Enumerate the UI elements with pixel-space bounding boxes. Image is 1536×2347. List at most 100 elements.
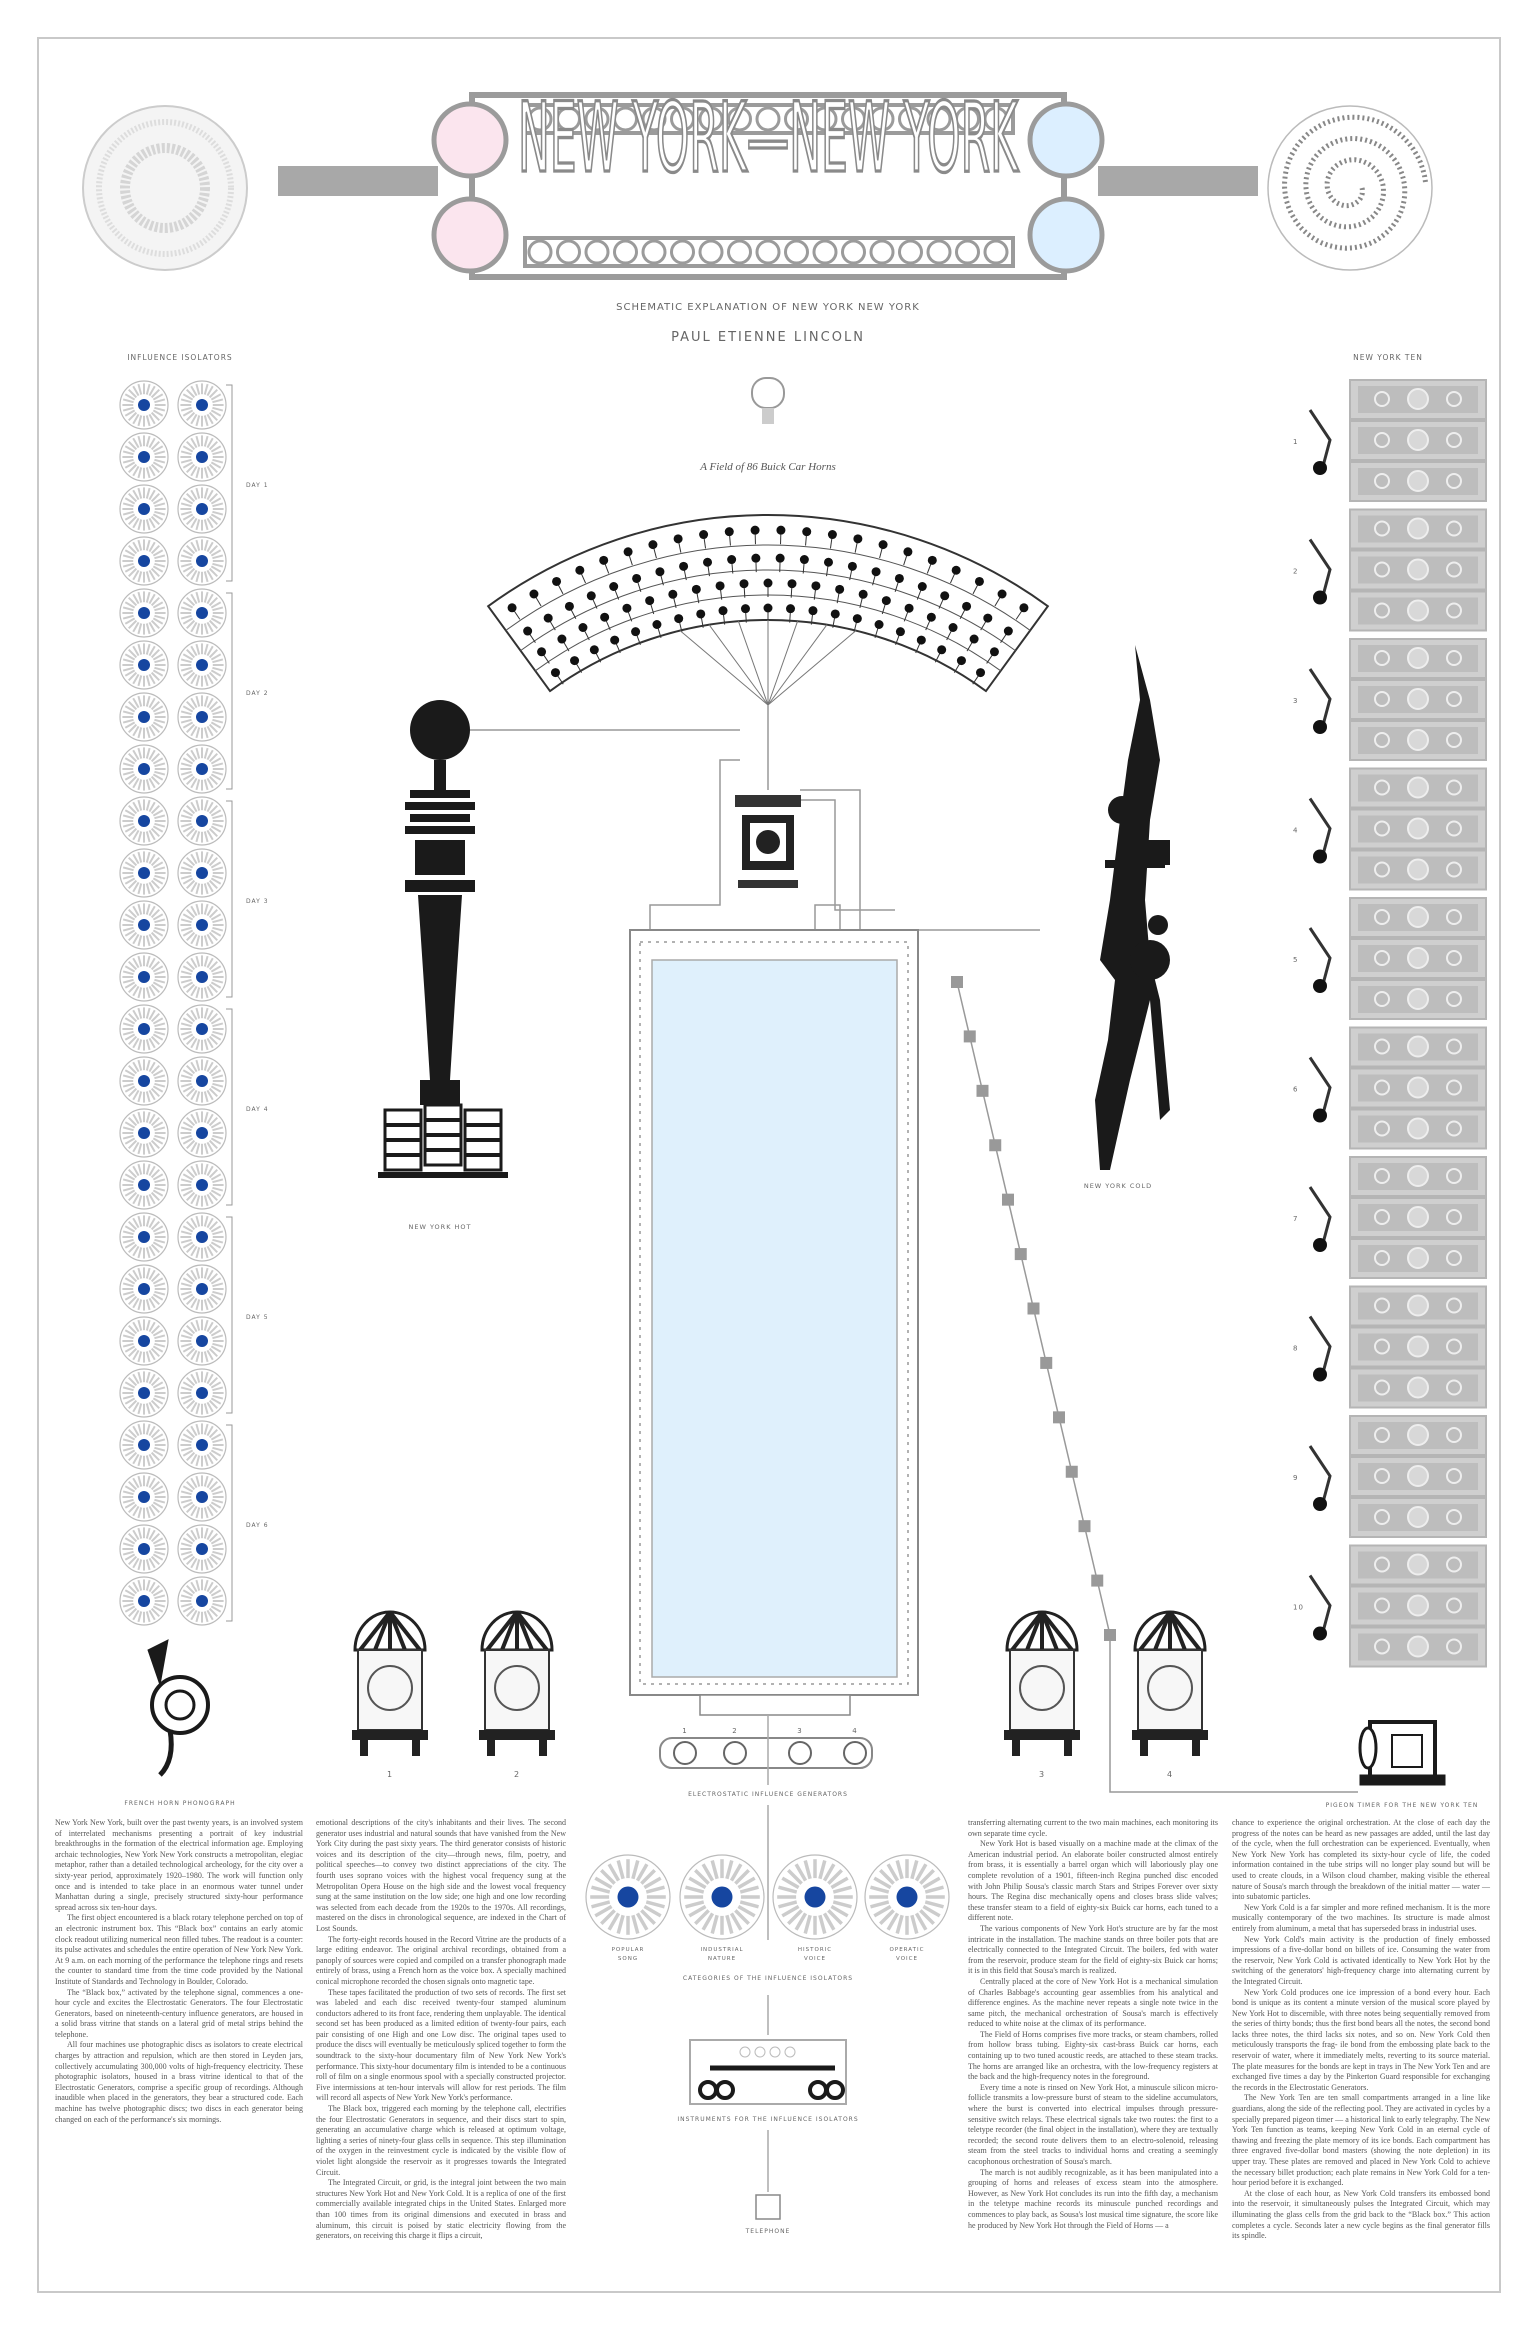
day-bracket <box>226 800 233 998</box>
five-dollar-bond <box>1349 1026 1487 1068</box>
isolator-core <box>138 1283 150 1295</box>
isolator-core <box>138 763 150 775</box>
influence-isolator-disc <box>119 952 169 1002</box>
isolator-core <box>196 763 208 775</box>
influence-isolator-disc <box>119 1472 169 1522</box>
five-dollar-bond <box>1349 849 1487 891</box>
generator-number: 1 <box>387 1770 393 1779</box>
body-paragraph: The Black box, triggered each morning by… <box>316 2104 566 2177</box>
buick-car-horn <box>739 579 749 589</box>
influence-isolator-disc <box>177 588 227 638</box>
new-york-cold-miniature-icon <box>1308 668 1332 734</box>
five-dollar-bond <box>1349 938 1487 979</box>
buick-car-horn <box>691 584 701 594</box>
category-isolator-disc <box>772 1854 858 1940</box>
glass-cell <box>1053 1411 1065 1424</box>
body-paragraph: The Integrated Circuit, or grid, is the … <box>316 2178 566 2241</box>
rail-circle <box>556 239 581 265</box>
isolator-core <box>138 1335 150 1347</box>
rail-circle <box>983 106 1009 132</box>
day-bracket <box>226 592 233 790</box>
category-label: INDUSTRIAL <box>700 1947 743 1953</box>
isolator-core <box>196 971 208 983</box>
isolator-core <box>196 919 208 931</box>
five-dollar-bond <box>1349 1156 1487 1197</box>
rail-circle <box>584 239 610 265</box>
rail-circle <box>841 239 866 265</box>
buick-car-horn <box>858 589 868 599</box>
buick-car-horn <box>847 561 857 571</box>
steam-feed-line <box>767 630 857 706</box>
buick-car-horn <box>974 576 984 586</box>
isolator-core <box>196 555 208 567</box>
influence-isolator-disc <box>119 1576 169 1626</box>
isolator-core <box>138 1231 150 1243</box>
isolator-core <box>196 503 208 515</box>
five-dollar-bond <box>1349 1285 1487 1327</box>
isolator-core <box>196 1023 208 1035</box>
body-paragraph: At the close of each hour, as New York C… <box>1232 2188 1490 2241</box>
rail-circle <box>641 106 667 132</box>
day-label: DAY 5 <box>246 1314 269 1321</box>
isolator-core <box>196 711 208 723</box>
influence-isolators-label: INFLUENCE ISOLATORS <box>127 353 232 362</box>
steam-track <box>505 544 1031 631</box>
rail-circle <box>755 106 781 132</box>
isolator-core <box>896 1886 918 1908</box>
buick-car-horn <box>874 620 884 630</box>
new-york-cold-miniature-icon <box>1308 1574 1332 1641</box>
rail-circle <box>670 239 695 265</box>
category-sublabel: NATURE <box>708 1956 736 1962</box>
buick-car-horn <box>940 591 950 601</box>
isolator-core <box>138 867 150 879</box>
new-york-cold-label: NEW YORK COLD <box>1084 1182 1152 1190</box>
glass-cell <box>951 976 963 988</box>
buick-car-horn <box>811 581 821 591</box>
electrostatic-generator <box>1004 1610 1080 1756</box>
buick-car-horn <box>787 579 797 589</box>
buick-car-horn <box>557 634 567 644</box>
body-paragraph: The various components of New York Hot's… <box>968 1923 1218 1976</box>
new-york-cold-machine <box>1095 645 1170 1170</box>
buick-car-horn <box>507 603 517 613</box>
buick-car-horn <box>648 540 658 550</box>
isolator-core <box>138 919 150 931</box>
day-label: DAY 6 <box>246 1522 269 1529</box>
rail-circle <box>613 239 638 265</box>
body-paragraph: New York Cold's main activity is the pro… <box>1232 1934 1490 1986</box>
buick-car-horn <box>904 603 914 613</box>
buick-car-horn <box>802 527 812 537</box>
influence-isolator-disc <box>119 1524 169 1574</box>
ladder-wire <box>1109 1635 1358 1793</box>
body-paragraph: New York Hot is based visually on a mach… <box>968 1839 1218 1923</box>
body-paragraph: Centrally placed at the core of New York… <box>968 1976 1218 2029</box>
body-paragraph: The first object encountered is a black … <box>55 1913 303 1986</box>
generator-number: 4 <box>1167 1770 1173 1779</box>
title-banner: NEW YORK—NEW YORK <box>278 81 1258 280</box>
generator-grid-frame <box>659 1737 873 1769</box>
new-york-ten-number: 7 <box>1293 1215 1298 1223</box>
influence-isolator-disc <box>119 1108 169 1158</box>
buick-car-horn <box>775 553 785 563</box>
influence-isolator-disc <box>177 900 227 950</box>
five-dollar-bond <box>1349 638 1487 679</box>
buick-car-horn <box>894 573 904 583</box>
glass-cell <box>1078 1520 1091 1533</box>
influence-isolator-disc <box>177 640 227 690</box>
five-dollar-bond <box>1349 979 1487 1020</box>
isolator-core <box>196 1231 208 1243</box>
buick-car-horn <box>609 581 619 591</box>
buick-car-horn <box>543 613 553 623</box>
blue-circle-top <box>1027 101 1105 179</box>
five-dollar-bond <box>1349 897 1487 938</box>
buick-car-horn <box>951 565 961 575</box>
influence-isolator-disc <box>177 1056 227 1106</box>
isolator-core <box>196 607 208 619</box>
buick-car-horn <box>927 555 937 565</box>
buick-car-horn <box>537 647 547 657</box>
day-label: DAY 4 <box>246 1106 269 1113</box>
five-dollar-bond <box>1349 1544 1487 1586</box>
car-horn-icon <box>751 377 785 424</box>
